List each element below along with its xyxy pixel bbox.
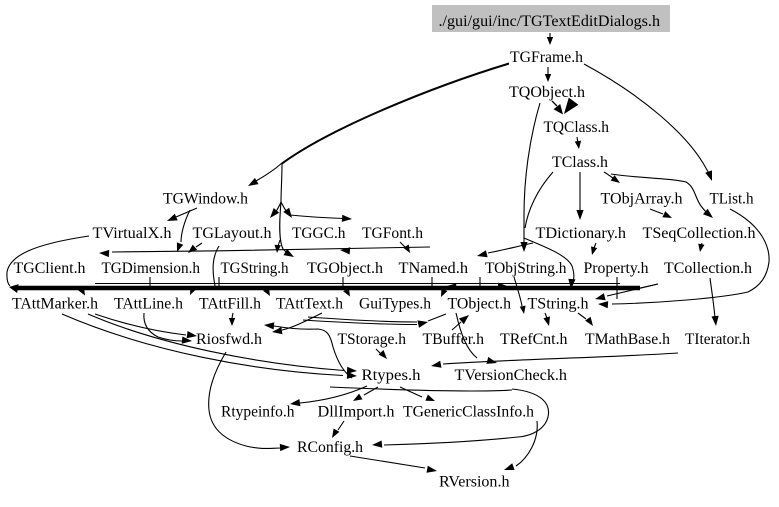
svg-text:TAttLine.h: TAttLine.h xyxy=(114,296,183,313)
svg-text:TCollection.h: TCollection.h xyxy=(664,260,752,277)
svg-text:TObject.h: TObject.h xyxy=(448,296,512,313)
svg-text:Rtypes.h: Rtypes.h xyxy=(362,367,421,384)
svg-text:TAttText.h: TAttText.h xyxy=(276,296,343,313)
svg-text:TList.h: TList.h xyxy=(710,191,754,208)
svg-text:TClass.h: TClass.h xyxy=(552,154,608,171)
svg-text:TGFrame.h: TGFrame.h xyxy=(510,49,583,66)
svg-text:TGenericClassInfo.h: TGenericClassInfo.h xyxy=(403,404,534,421)
svg-text:RConfig.h: RConfig.h xyxy=(297,439,363,456)
svg-text:TObjArray.h: TObjArray.h xyxy=(601,191,683,208)
svg-text:TQClass.h: TQClass.h xyxy=(544,119,610,136)
svg-text:TVersionCheck.h: TVersionCheck.h xyxy=(455,367,568,384)
svg-text:TGGC.h: TGGC.h xyxy=(292,225,346,242)
svg-text:TQObject.h: TQObject.h xyxy=(509,84,585,101)
svg-text:TObjString.h: TObjString.h xyxy=(485,260,567,277)
svg-text:TBuffer.h: TBuffer.h xyxy=(423,331,485,348)
svg-text:TGString.h: TGString.h xyxy=(221,260,289,277)
svg-text:TGObject.h: TGObject.h xyxy=(307,260,383,277)
svg-text:TRefCnt.h: TRefCnt.h xyxy=(500,331,568,348)
svg-text:DllImport.h: DllImport.h xyxy=(318,404,395,421)
svg-text:TAttFill.h: TAttFill.h xyxy=(199,296,261,313)
svg-text:TString.h: TString.h xyxy=(528,296,589,313)
svg-text:TVirtualX.h: TVirtualX.h xyxy=(93,225,172,242)
svg-text:TGFont.h: TGFont.h xyxy=(362,225,423,242)
svg-text:TGDimension.h: TGDimension.h xyxy=(102,260,201,277)
svg-text:GuiTypes.h: GuiTypes.h xyxy=(359,296,431,313)
svg-text:TNamed.h: TNamed.h xyxy=(399,260,469,277)
svg-text:TGClient.h: TGClient.h xyxy=(14,260,86,277)
svg-text:TSeqCollection.h: TSeqCollection.h xyxy=(643,225,756,242)
svg-text:TGWindow.h: TGWindow.h xyxy=(163,191,248,208)
svg-text:Rtypeinfo.h: Rtypeinfo.h xyxy=(221,404,295,421)
svg-text:TStorage.h: TStorage.h xyxy=(338,331,407,348)
svg-text:Riosfwd.h: Riosfwd.h xyxy=(196,331,262,348)
svg-text:TMathBase.h: TMathBase.h xyxy=(585,331,670,348)
svg-text:Property.h: Property.h xyxy=(584,260,649,277)
svg-text:RVersion.h: RVersion.h xyxy=(439,474,510,491)
svg-text:TGLayout.h: TGLayout.h xyxy=(193,225,272,242)
svg-text:./gui/gui/inc/TGTextEditDialog: ./gui/gui/inc/TGTextEditDialogs.h xyxy=(439,13,661,30)
svg-text:TAttMarker.h: TAttMarker.h xyxy=(12,296,98,313)
svg-text:TDictionary.h: TDictionary.h xyxy=(536,225,627,242)
svg-text:TIterator.h: TIterator.h xyxy=(685,331,750,348)
